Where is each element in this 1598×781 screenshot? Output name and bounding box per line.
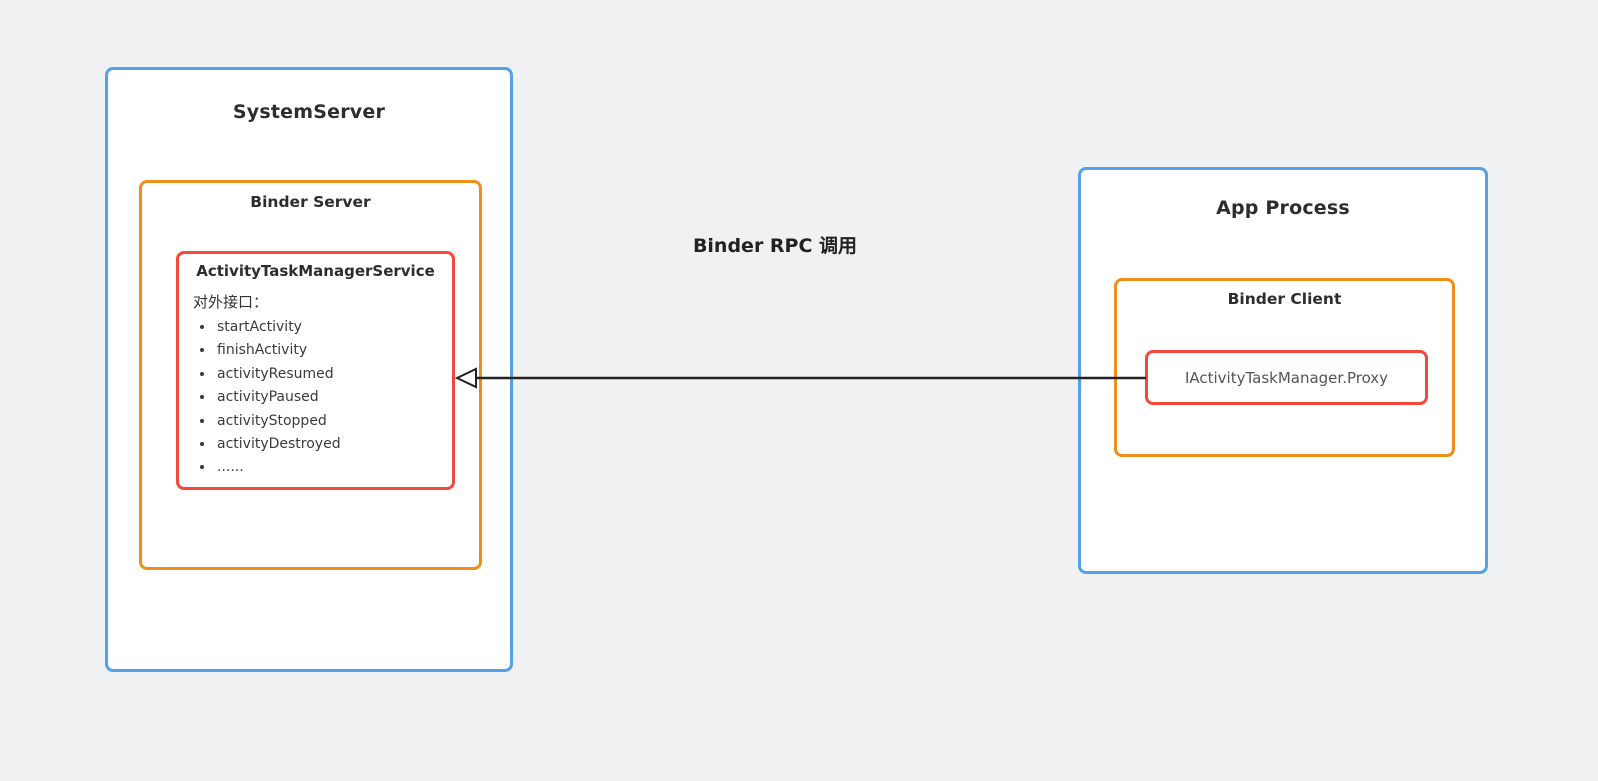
- binder-server-title: Binder Server: [250, 193, 371, 211]
- interface-item: finishActivity: [215, 339, 452, 362]
- rpc-label: Binder RPC 调用: [692, 235, 858, 257]
- system-server-title: SystemServer: [232, 101, 386, 123]
- interface-item: activityResumed: [215, 363, 452, 386]
- system-server-box: SystemServer Binder Server ActivityTaskM…: [105, 67, 513, 672]
- interface-item: startActivity: [215, 316, 452, 339]
- iactivitytaskmanager-proxy-label: IActivityTaskManager.Proxy: [1184, 368, 1389, 387]
- iactivitytaskmanager-proxy-box: IActivityTaskManager.Proxy: [1145, 350, 1428, 405]
- interface-list: startActivityfinishActivityactivityResum…: [179, 316, 452, 480]
- activity-task-manager-service-title: ActivityTaskManagerService: [196, 262, 435, 280]
- interface-item: activityPaused: [215, 386, 452, 409]
- app-process-title: App Process: [1216, 197, 1350, 219]
- app-process-box: App Process Binder Client IActivityTaskM…: [1078, 167, 1488, 574]
- interfaces-label: 对外接口：: [193, 293, 269, 311]
- binder-client-box: Binder Client IActivityTaskManager.Proxy: [1114, 278, 1455, 457]
- interface-item: activityDestroyed: [215, 433, 452, 456]
- binder-server-box: Binder Server ActivityTaskManagerService…: [139, 180, 482, 570]
- interface-item: ......: [215, 456, 452, 479]
- interface-item: activityStopped: [215, 410, 452, 433]
- binder-client-title: Binder Client: [1227, 290, 1342, 308]
- activity-task-manager-service-box: ActivityTaskManagerService 对外接口： startAc…: [176, 251, 455, 490]
